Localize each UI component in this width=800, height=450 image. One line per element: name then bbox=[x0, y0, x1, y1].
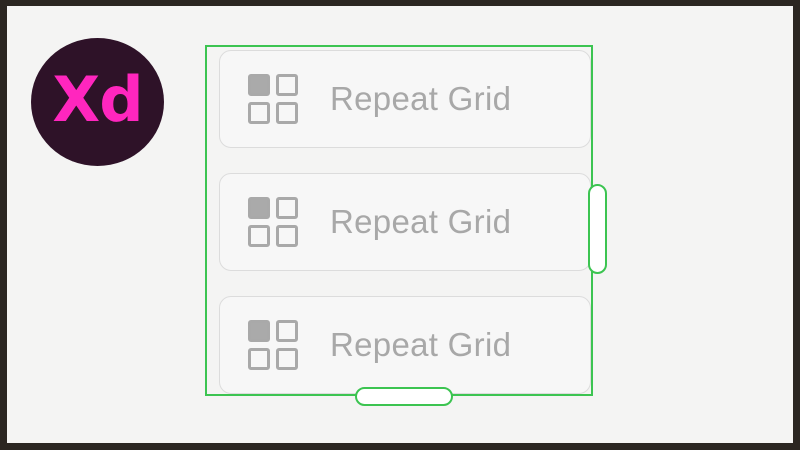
repeat-grid-card[interactable]: Repeat Grid bbox=[219, 50, 591, 148]
grid-square-top-left bbox=[248, 320, 270, 342]
repeat-grid-card[interactable]: Repeat Grid bbox=[219, 173, 591, 271]
grid-square-bottom-left bbox=[248, 225, 270, 247]
repeat-grid-card-label: Repeat Grid bbox=[330, 326, 512, 363]
grid-2x2-icon bbox=[248, 74, 298, 124]
grid-square-bottom-left bbox=[248, 348, 270, 370]
adobe-xd-logo: Xd bbox=[31, 38, 164, 166]
resize-handle-right[interactable] bbox=[588, 184, 607, 274]
design-canvas: Xd Repeat Grid Repeat Grid bbox=[7, 6, 793, 443]
grid-square-bottom-right bbox=[276, 348, 298, 370]
grid-square-top-right bbox=[276, 74, 298, 96]
grid-square-top-left bbox=[248, 197, 270, 219]
repeat-grid-card-label: Repeat Grid bbox=[330, 203, 512, 240]
adobe-xd-logo-text: Xd bbox=[52, 63, 143, 136]
repeat-grid-card[interactable]: Repeat Grid bbox=[219, 296, 591, 394]
grid-square-bottom-right bbox=[276, 225, 298, 247]
grid-square-top-right bbox=[276, 197, 298, 219]
grid-square-top-left bbox=[248, 74, 270, 96]
grid-square-bottom-left bbox=[248, 102, 270, 124]
resize-handle-bottom[interactable] bbox=[355, 387, 453, 406]
grid-square-top-right bbox=[276, 320, 298, 342]
grid-square-bottom-right bbox=[276, 102, 298, 124]
repeat-grid-card-label: Repeat Grid bbox=[330, 80, 512, 117]
grid-2x2-icon bbox=[248, 320, 298, 370]
grid-2x2-icon bbox=[248, 197, 298, 247]
